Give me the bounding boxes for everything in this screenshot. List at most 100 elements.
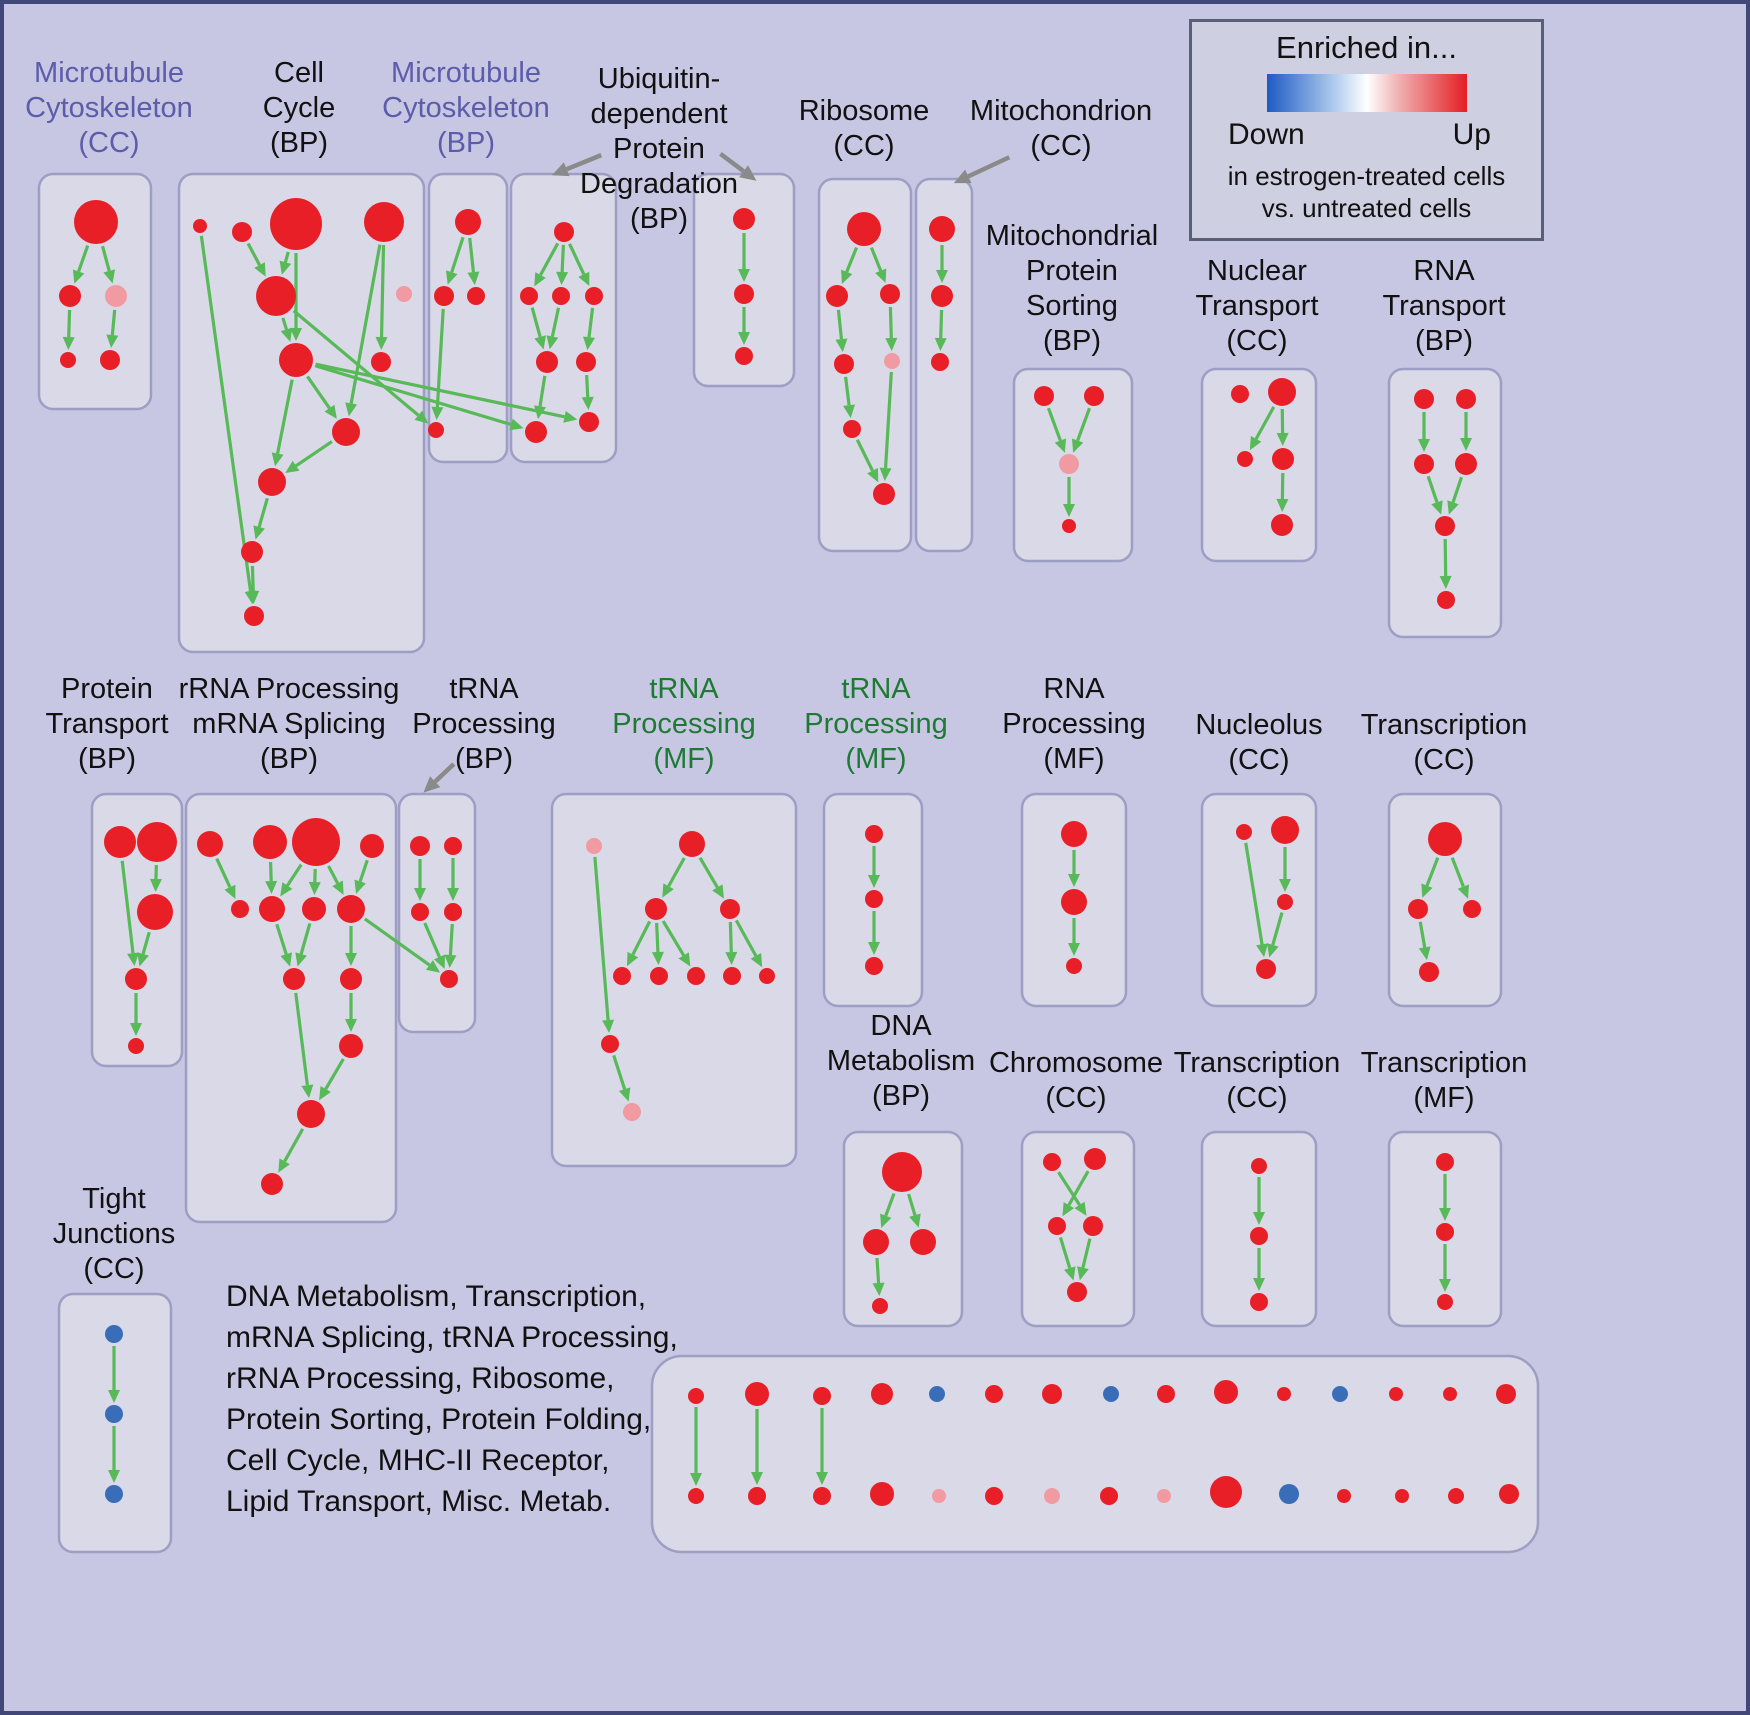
go-node-red: [872, 1298, 888, 1314]
edge-head: [247, 590, 260, 605]
edge-line: [869, 246, 883, 272]
edge-head: [936, 270, 948, 283]
go-node-red: [1389, 1387, 1403, 1401]
edge-head: [750, 952, 763, 968]
edge-head: [149, 878, 162, 893]
go-node-pink: [1059, 454, 1079, 474]
label-line: (BP): [872, 1080, 930, 1112]
cross-edge-line: [314, 364, 512, 427]
edge-line: [560, 244, 565, 273]
go-node-red: [931, 353, 949, 371]
edge-line: [539, 242, 560, 276]
pointer-arrow-line: [433, 762, 456, 784]
edge-head: [253, 525, 265, 540]
label-transcription-cc-a: Transcription(CC): [1284, 708, 1604, 778]
edge-line: [1254, 406, 1276, 440]
legend-box: Enriched in... Down Up in estrogen-treat…: [1189, 19, 1544, 241]
edge-head: [444, 954, 457, 969]
go-node-red: [870, 1482, 894, 1506]
go-node-red: [882, 1152, 922, 1192]
edge-head: [108, 1470, 120, 1483]
edge-line: [1451, 476, 1464, 503]
edge-head: [909, 1213, 921, 1228]
go-node-blue: [105, 1405, 123, 1423]
go-node-red: [455, 209, 481, 235]
edge-line: [1046, 407, 1062, 442]
label-line: (MF): [845, 743, 907, 775]
edge-line: [423, 922, 441, 958]
go-node-red: [1061, 889, 1087, 915]
edge-head: [841, 269, 853, 284]
go-node-red: [1251, 1158, 1267, 1174]
edge-head: [301, 1084, 314, 1099]
go-node-red: [1272, 448, 1294, 470]
go-node-red: [467, 287, 485, 305]
label-transcription-mf: Transcription(MF): [1284, 1046, 1604, 1116]
edge-line: [67, 309, 72, 338]
label-line: RNA: [1043, 673, 1105, 705]
go-node-red: [256, 276, 296, 316]
edge-head: [1418, 439, 1430, 452]
edge-head: [1253, 1278, 1265, 1291]
go-node-red: [1271, 816, 1299, 844]
edge-line: [734, 919, 758, 957]
go-node-red: [128, 1038, 144, 1054]
caption-line: rRNA Processing, Ribosome,: [226, 1362, 615, 1395]
edge-line: [698, 857, 719, 889]
edge-head: [1249, 435, 1262, 451]
edge-head: [1439, 575, 1452, 590]
caption-line: Cell Cycle, MHC-II Receptor,: [226, 1444, 610, 1477]
label-line: Nucleolus: [1195, 709, 1323, 741]
go-node-red: [259, 896, 285, 922]
label-line: Ribosome: [798, 95, 930, 127]
edge-line: [1081, 1238, 1092, 1269]
label-line: Cycle: [262, 92, 336, 124]
label-line: Transport: [1382, 290, 1506, 322]
edge-head: [1276, 432, 1289, 447]
edge-line: [585, 374, 590, 398]
edge-line: [276, 379, 294, 454]
go-node-red: [1100, 1487, 1118, 1505]
edge-head: [354, 879, 366, 894]
cluster-box-chromosome-cc: [1020, 1130, 1136, 1328]
go-node-red: [279, 343, 313, 377]
pointer-arrow-head: [551, 162, 570, 177]
edge-line: [1271, 912, 1284, 946]
edge-line: [120, 860, 135, 954]
edge-line: [468, 237, 476, 273]
edge-head: [1267, 943, 1279, 958]
edge-line: [283, 1128, 305, 1163]
edge-head: [662, 883, 674, 898]
cross-edge-line: [292, 309, 420, 417]
go-node-red: [687, 967, 705, 985]
edge-head: [62, 336, 75, 351]
go-node-red: [720, 899, 740, 919]
label-line: Transcription: [1360, 1047, 1528, 1079]
cluster-box-tight-junctions: [57, 1292, 173, 1554]
go-node-red: [910, 1229, 936, 1255]
edge-head: [1460, 438, 1472, 451]
edge-head: [375, 336, 388, 351]
edge-head: [843, 404, 856, 419]
edge-line: [667, 857, 686, 888]
go-node-red: [1062, 519, 1076, 533]
edge-line: [612, 1054, 627, 1090]
go-node-red: [826, 285, 848, 307]
edge-line: [875, 1257, 881, 1284]
label-line: tRNA: [649, 673, 719, 705]
go-node-red: [1499, 1484, 1519, 1504]
go-node-red: [865, 890, 883, 908]
edge-head: [1279, 879, 1291, 892]
go-node-red: [520, 287, 538, 305]
edge-head: [1439, 1208, 1451, 1221]
go-node-red: [688, 1488, 704, 1504]
go-node-red: [100, 350, 120, 370]
go-node-red: [880, 284, 900, 304]
go-node-red: [337, 895, 365, 923]
edge-head: [868, 942, 880, 955]
